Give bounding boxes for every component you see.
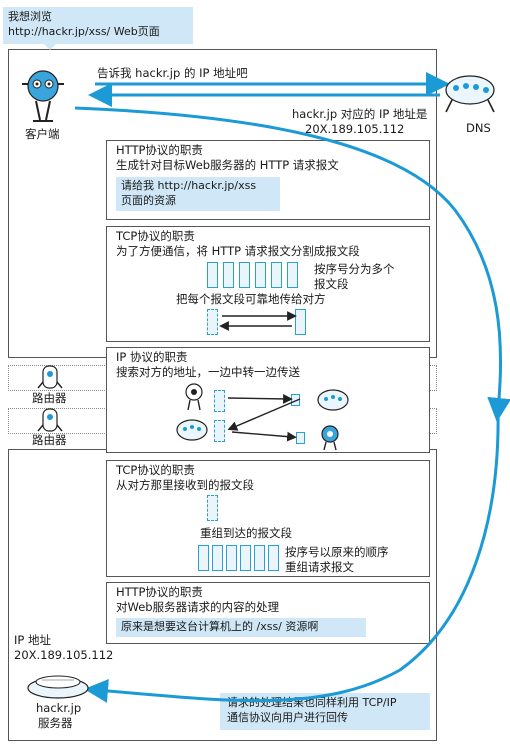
- dns-reply-line2: 20X.189.105.112: [305, 122, 405, 136]
- router-icon: [37, 408, 63, 432]
- dns-reply-line1: hackr.jp 对应的 IP 地址是: [292, 107, 428, 121]
- request-note-line2: 页面的资源: [121, 194, 176, 207]
- segment-send: [207, 309, 218, 335]
- ip-segment-start: [214, 390, 225, 412]
- ip-desc: 搜索对方的地址，一边中转一边传送: [116, 365, 300, 379]
- server-ip-label: IP 地址: [14, 633, 51, 647]
- segment: [255, 262, 266, 288]
- segment-receive: [295, 309, 306, 335]
- tcp-server-desc: 从对方那里接收到的报文段: [116, 478, 254, 492]
- client-robot-icon: [22, 70, 64, 122]
- reassembled-segment: [212, 545, 223, 571]
- reassembled-segment: [254, 545, 265, 571]
- server-ip-value: 20X.189.105.112: [14, 648, 114, 662]
- dns-server-icon: [445, 75, 495, 113]
- dns-small-icon: [176, 419, 208, 441]
- server-name-line2: 服务器: [38, 716, 73, 730]
- ip-title: IP 协议的职责: [116, 350, 188, 364]
- http-client-desc: 生成针对目标Web服务器的 HTTP 请求报文: [116, 158, 339, 172]
- reassembled-segment: [240, 545, 251, 571]
- top-note: 我想浏览 http://hackr.jp/xss/ Web页面: [3, 7, 193, 44]
- reassembled-segment: [198, 545, 209, 571]
- request-route-arrow: [74, 106, 510, 422]
- router-icon: [37, 365, 63, 389]
- server-icon: [27, 675, 89, 699]
- client-label: 客户端: [25, 127, 60, 141]
- server-note: 原来是想要这台计算机上的 /xss/ 资源啊: [116, 618, 366, 637]
- tcp-reliable-text: 把每个报文段可靠地传给对方: [176, 292, 326, 306]
- request-note-line1: 请给我 http://hackr.jp/xss: [121, 179, 257, 192]
- top-note-line1: 我想浏览: [8, 10, 52, 23]
- small-robot-icon: [185, 383, 203, 411]
- dns-label: DNS: [466, 121, 491, 135]
- ip-segment-hop: [214, 420, 225, 442]
- ip-arrow-2: [227, 398, 301, 431]
- reassembled-segment: [268, 545, 279, 571]
- dns-ask-text: 告诉我 hackr.jp 的 IP 地址吧: [97, 66, 248, 80]
- http-client-title: HTTP协议的职责: [116, 143, 203, 157]
- server-name-line1: hackr.jp: [36, 701, 82, 715]
- router-label-1: 路由器: [32, 391, 67, 405]
- response-line2: 通信协议向用户进行回传: [227, 711, 348, 724]
- tcp-seq-line1: 按序号分为多个: [314, 262, 395, 276]
- response-route-arrow: [84, 409, 500, 703]
- tcp-seq-line2: 报文段: [314, 277, 349, 291]
- tcp-client-title: TCP协议的职责: [116, 229, 195, 243]
- ip-arrow-1: [227, 394, 293, 404]
- top-note-line2: http://hackr.jp/xss/ Web页面: [8, 25, 160, 38]
- segment: [239, 262, 250, 288]
- http-server-desc: 对Web服务器请求的内容的处理: [116, 600, 280, 614]
- segment: [287, 262, 298, 288]
- ip-arrow-3: [231, 431, 297, 442]
- tcp-server-title: TCP协议的职责: [116, 463, 195, 477]
- segment: [271, 262, 282, 288]
- tcp-client-desc: 为了方便通信，将 HTTP 请求报文分割成报文段: [116, 244, 360, 258]
- http-server-title: HTTP协议的职责: [116, 585, 203, 599]
- top-note-pointer: [42, 42, 58, 50]
- small-robot-icon: [321, 425, 339, 451]
- tcp-server-box: [106, 460, 430, 577]
- tcp-client-box: [106, 226, 430, 342]
- tcp-order-line2: 重组请求报文: [285, 560, 354, 574]
- request-note: 请给我 http://hackr.jp/xss 页面的资源: [116, 177, 280, 211]
- received-segment: [207, 495, 218, 521]
- router-label-2: 路由器: [32, 433, 67, 447]
- server-note-text: 原来是想要这台计算机上的 /xss/ 资源啊: [121, 620, 319, 633]
- reassembled-segment: [226, 545, 237, 571]
- dns-small-icon: [317, 389, 349, 411]
- segment: [223, 262, 234, 288]
- tcp-reassemble-text: 重组到达的报文段: [200, 526, 292, 540]
- segment: [207, 262, 218, 288]
- tcp-order-line1: 按序号以原来的顺序: [285, 545, 389, 559]
